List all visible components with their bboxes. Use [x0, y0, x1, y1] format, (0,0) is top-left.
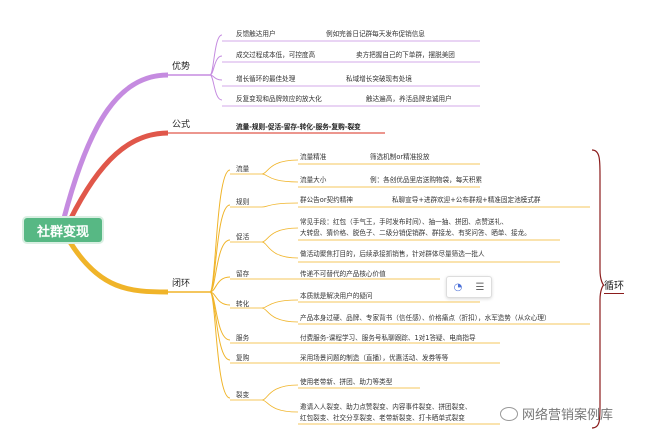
advantage-detail-4: 触达遍高，养活品牌忠诚用户: [366, 95, 452, 103]
node-service[interactable]: 服务: [236, 334, 250, 342]
node-conversion[interactable]: 转化: [236, 300, 250, 308]
service-detail-1: 付费服务-课程学习、服务号私聊跟踪、1对1答疑、电商指导: [300, 334, 476, 342]
activation-detail-1: 常见手段：红包（手气王，手时发布时间）、抽一抽、拼团、点赞送礼、: [300, 218, 508, 226]
node-traffic[interactable]: 流量: [236, 165, 250, 173]
traffic-detail-2: 例：各创优品里店送购物袋，每天积累: [370, 176, 483, 184]
list-icon[interactable]: ☰: [475, 281, 485, 293]
wechat-icon: [500, 406, 518, 421]
node-repurchase[interactable]: 复购: [236, 354, 250, 362]
conversion-detail-1: 本质就是解决用户的疑问: [300, 292, 373, 300]
rules-detail-2: 私聊宣导+进群欢迎+公布群规+精准固定池模式群: [392, 196, 541, 204]
branch-advantage[interactable]: 优势: [172, 62, 191, 72]
rules-detail-1: 群公告or契约精神: [300, 196, 353, 204]
repurchase-detail-1: 采用场景问题的制造（直播），优惠活动、发券等等: [300, 354, 449, 362]
brain-icon[interactable]: ◔: [453, 281, 463, 293]
connector-advantage: [61, 72, 169, 219]
branch-closed-loop[interactable]: 闭环: [172, 279, 191, 289]
retention-detail-1: 传递不可替代的产品核心价值: [300, 270, 386, 278]
advantage-item-1: 反馈触达用户: [236, 30, 276, 38]
traffic-item-1: 流量精准: [300, 153, 327, 161]
root-node[interactable]: 社群变现: [24, 218, 102, 242]
advantage-item-2: 成交过程成本低，可控度高: [236, 51, 316, 59]
advantage-detail-1: 例如完善日记群每天发布促销信息: [326, 30, 425, 38]
fission-detail-1: 使用老带新、拼团、助力等类型: [300, 378, 393, 386]
watermark-text: 网络营销案例库: [522, 408, 614, 423]
node-activation[interactable]: 促活: [236, 233, 250, 241]
watermark: 网络营销案例库: [500, 404, 613, 423]
advantage-detail-3: 私域增长突破现有处境: [346, 75, 412, 83]
activation-detail-2: 大转盘、猜价格、脱色子、二级分销促销群、群接龙、有奖问答、晒单、接龙。: [300, 229, 531, 237]
fission-detail-3: 红包裂变、社交分享裂变、老带新裂变、打卡晒单式裂变: [300, 414, 465, 422]
connector-closed-loop: [67, 240, 169, 295]
advantage-detail-2: 卖方把握自己的下单群，摆脱美团: [356, 51, 455, 59]
fission-detail-2: 邀请入人裂变、助力点赞裂变、内容事件裂变、拼团裂变、: [300, 403, 472, 411]
floating-toolbar: ◔ ☰: [446, 276, 492, 298]
formula-text: 流量-规则-促活-留存-转化-服务-复购-裂变: [236, 123, 361, 131]
activation-detail-3: 做活动聚焦打目的，后续承接抓销售，针对群体尽量筛选一批人: [300, 250, 485, 258]
node-retention[interactable]: 留存: [236, 270, 250, 278]
loop-bracket: [591, 149, 605, 429]
node-rules[interactable]: 规则: [236, 198, 250, 206]
traffic-detail-1: 筛选机制or精准投放: [370, 153, 430, 161]
connector-formula: [67, 130, 169, 222]
advantage-item-4: 反复变现和品牌效应的放大化: [236, 95, 322, 103]
conversion-detail-2: 产品本身过硬、品牌、专家背书（信任感）、价格痛点（折扣），水军造势（从众心理）: [300, 314, 551, 322]
branch-formula[interactable]: 公式: [172, 120, 191, 130]
loop-label[interactable]: 循环: [604, 277, 624, 294]
advantage-item-3: 增长循环的最佳处理: [236, 75, 296, 83]
node-fission[interactable]: 裂变: [236, 391, 250, 399]
traffic-item-2: 流量大小: [300, 176, 327, 184]
